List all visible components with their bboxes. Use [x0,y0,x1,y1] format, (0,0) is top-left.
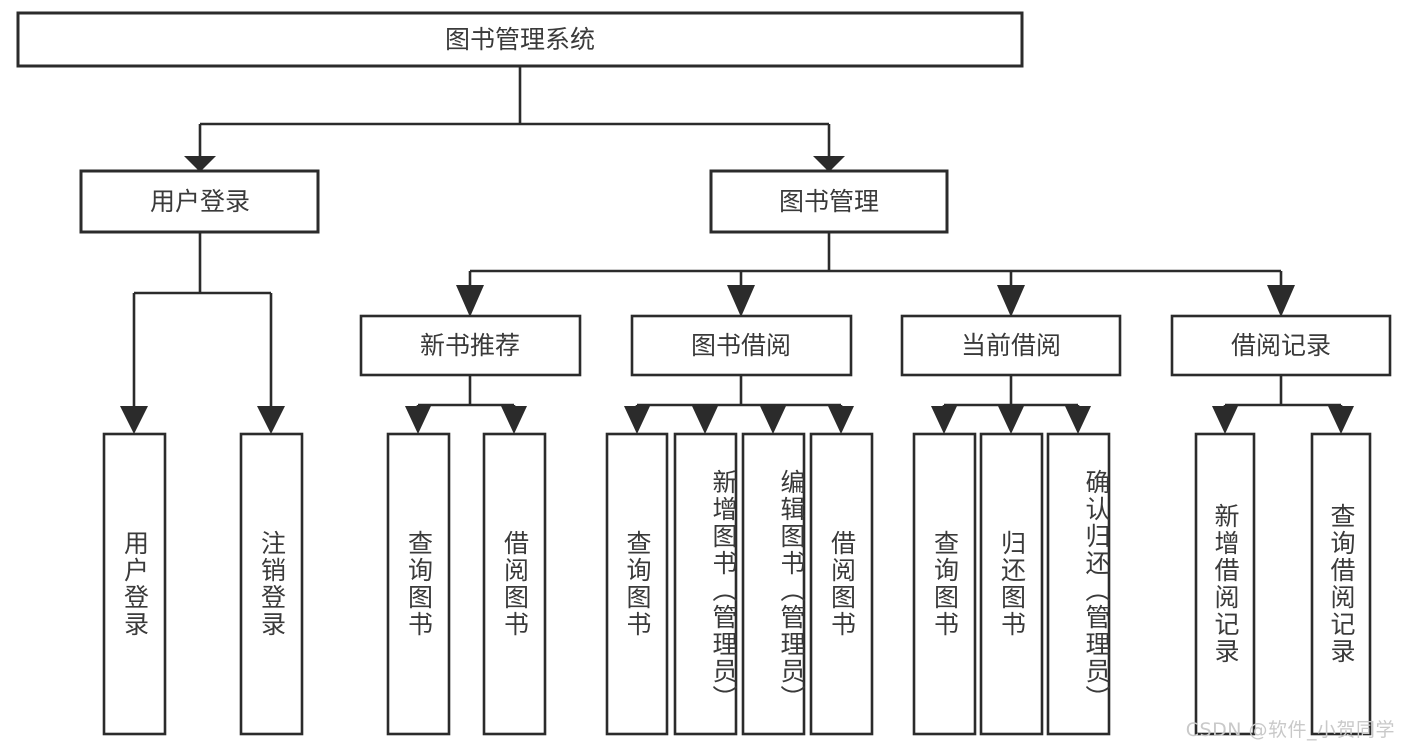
arrowhead-record-leaf-1 [1212,406,1238,434]
arrowhead-book-borrow [727,285,755,317]
node-box-root[interactable] [16,11,1024,68]
node-box-recommend-borrow-book[interactable] [482,432,547,736]
node-box-recommend-query-book[interactable] [386,432,451,736]
arrowhead-new-book-recommend [456,285,484,317]
node-box-user-logout-leaf[interactable] [239,432,304,736]
node-box-current-query-book[interactable] [912,432,977,736]
node-layer: 图书管理系统 用户登录 图书管理 新书推荐 图书借阅 当前借阅 借阅记录 [16,11,1392,736]
arrowhead-record-leaf-2 [1328,406,1354,434]
arrowhead-layer [120,156,1354,434]
node-box-borrow-query-book[interactable] [605,432,669,736]
arrowhead-current-leaf-3 [1065,406,1091,434]
node-box-book-manage[interactable] [709,169,949,234]
node-box-current-return-book[interactable] [979,432,1044,736]
node-label-book-manage: 图书管理 [779,187,879,216]
arrowhead-user-login-leaf-2 [257,406,285,434]
arrowhead-book-manage [813,156,845,172]
arrowhead-borrow-record [1267,285,1295,317]
node-box-new-book-recommend[interactable] [359,314,582,377]
arrowhead-borrow-leaf-3 [760,406,786,434]
node-box-record-add[interactable] [1194,432,1256,736]
arrowhead-recommend-leaf-2 [501,406,527,434]
arrowhead-borrow-leaf-1 [624,406,650,434]
node-label-root: 图书管理系统 [445,25,595,54]
node-label-book-borrow: 图书借阅 [691,331,791,360]
node-box-borrow-record[interactable] [1170,314,1392,377]
node-label-current-borrow: 当前借阅 [961,331,1061,360]
node-box-borrow-edit-book[interactable] [741,432,806,736]
node-label-new-book-recommend: 新书推荐 [420,331,520,360]
arrowhead-current-leaf-1 [931,406,957,434]
arrowhead-borrow-leaf-4 [828,406,854,434]
node-label-user-login: 用户登录 [150,187,250,216]
arrowhead-user-login-leaf-1 [120,406,148,434]
node-box-record-query[interactable] [1310,432,1372,736]
node-label-borrow-record: 借阅记录 [1231,331,1331,360]
node-box-current-borrow[interactable] [900,314,1122,377]
node-box-borrow-add-book[interactable] [673,432,738,736]
node-box-borrow-borrow-book[interactable] [809,432,874,736]
arrowhead-borrow-leaf-2 [692,406,718,434]
node-box-current-confirm-return[interactable] [1046,432,1111,736]
node-box-book-borrow[interactable] [630,314,853,377]
arrowhead-current-borrow [997,285,1025,317]
node-box-user-login[interactable] [79,169,320,234]
arrowhead-user-login [184,156,216,172]
arrowhead-recommend-leaf-1 [405,406,431,434]
arrowhead-current-leaf-2 [998,406,1024,434]
node-box-user-login-leaf[interactable] [102,432,167,736]
watermark-text: CSDN @软件_小贺同学 [1185,719,1395,741]
